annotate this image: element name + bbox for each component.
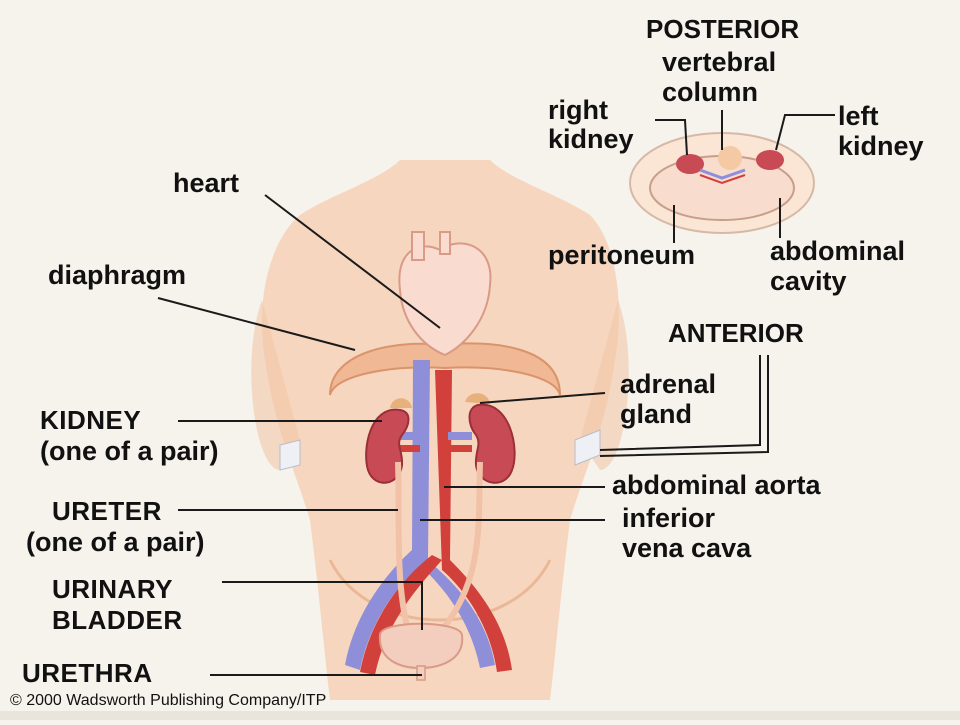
leader-lines: [157, 110, 835, 676]
cross-section-inset: [629, 132, 815, 234]
peritoneum-label: peritoneum: [548, 240, 696, 270]
right-kidney-label-line2: kidney: [548, 124, 634, 154]
vertebral-column-label-line1: vertebral: [662, 47, 777, 77]
heart-label: heart: [173, 168, 240, 198]
adrenal-gland-label-line1: adrenal: [620, 369, 717, 399]
diaphragm-label: diaphragm: [48, 260, 187, 290]
anterior-label: ANTERIOR: [668, 318, 804, 348]
kidney-label-line1: KIDNEY: [40, 405, 142, 435]
abdominal-aorta-label: abdominal aorta: [612, 470, 821, 500]
copyright-notice: © 2000 Wadsworth Publishing Company/ITP: [10, 692, 327, 709]
bladder-shape: [378, 622, 464, 670]
urinary-bladder-label-line2: BLADDER: [52, 605, 183, 635]
diaphragm-shape: [329, 342, 561, 396]
urethra-shape: [416, 665, 426, 681]
adrenal-gland-label-line2: gland: [620, 399, 692, 429]
kidney-label-line2: (one of a pair): [40, 436, 219, 466]
abdominal-cavity-label-line1: abdominal: [770, 236, 906, 266]
ureter-label-line2: (one of a pair): [26, 527, 205, 557]
urethra-label: URETHRA: [22, 658, 153, 688]
bottom-strip: [0, 711, 960, 720]
inferior-vena-cava-label-line2: vena cava: [622, 533, 752, 563]
vena-cava-shape: [345, 360, 430, 670]
abdominal-cavity-label-line2: cavity: [770, 266, 847, 296]
urinary-bladder-label-line1: URINARY: [52, 574, 173, 604]
posterior-label: POSTERIOR: [646, 14, 800, 44]
left-kidney-label-line2: kidney: [838, 131, 924, 161]
ureter-label-line1: URETER: [52, 496, 162, 526]
vertebral-column-label-line2: column: [662, 77, 759, 107]
right-kidney-label-line1: right: [548, 95, 608, 125]
inferior-vena-cava-label-line1: inferior: [622, 503, 716, 533]
left-kidney-label-line1: left: [838, 101, 879, 131]
heart-shape: [398, 231, 492, 357]
